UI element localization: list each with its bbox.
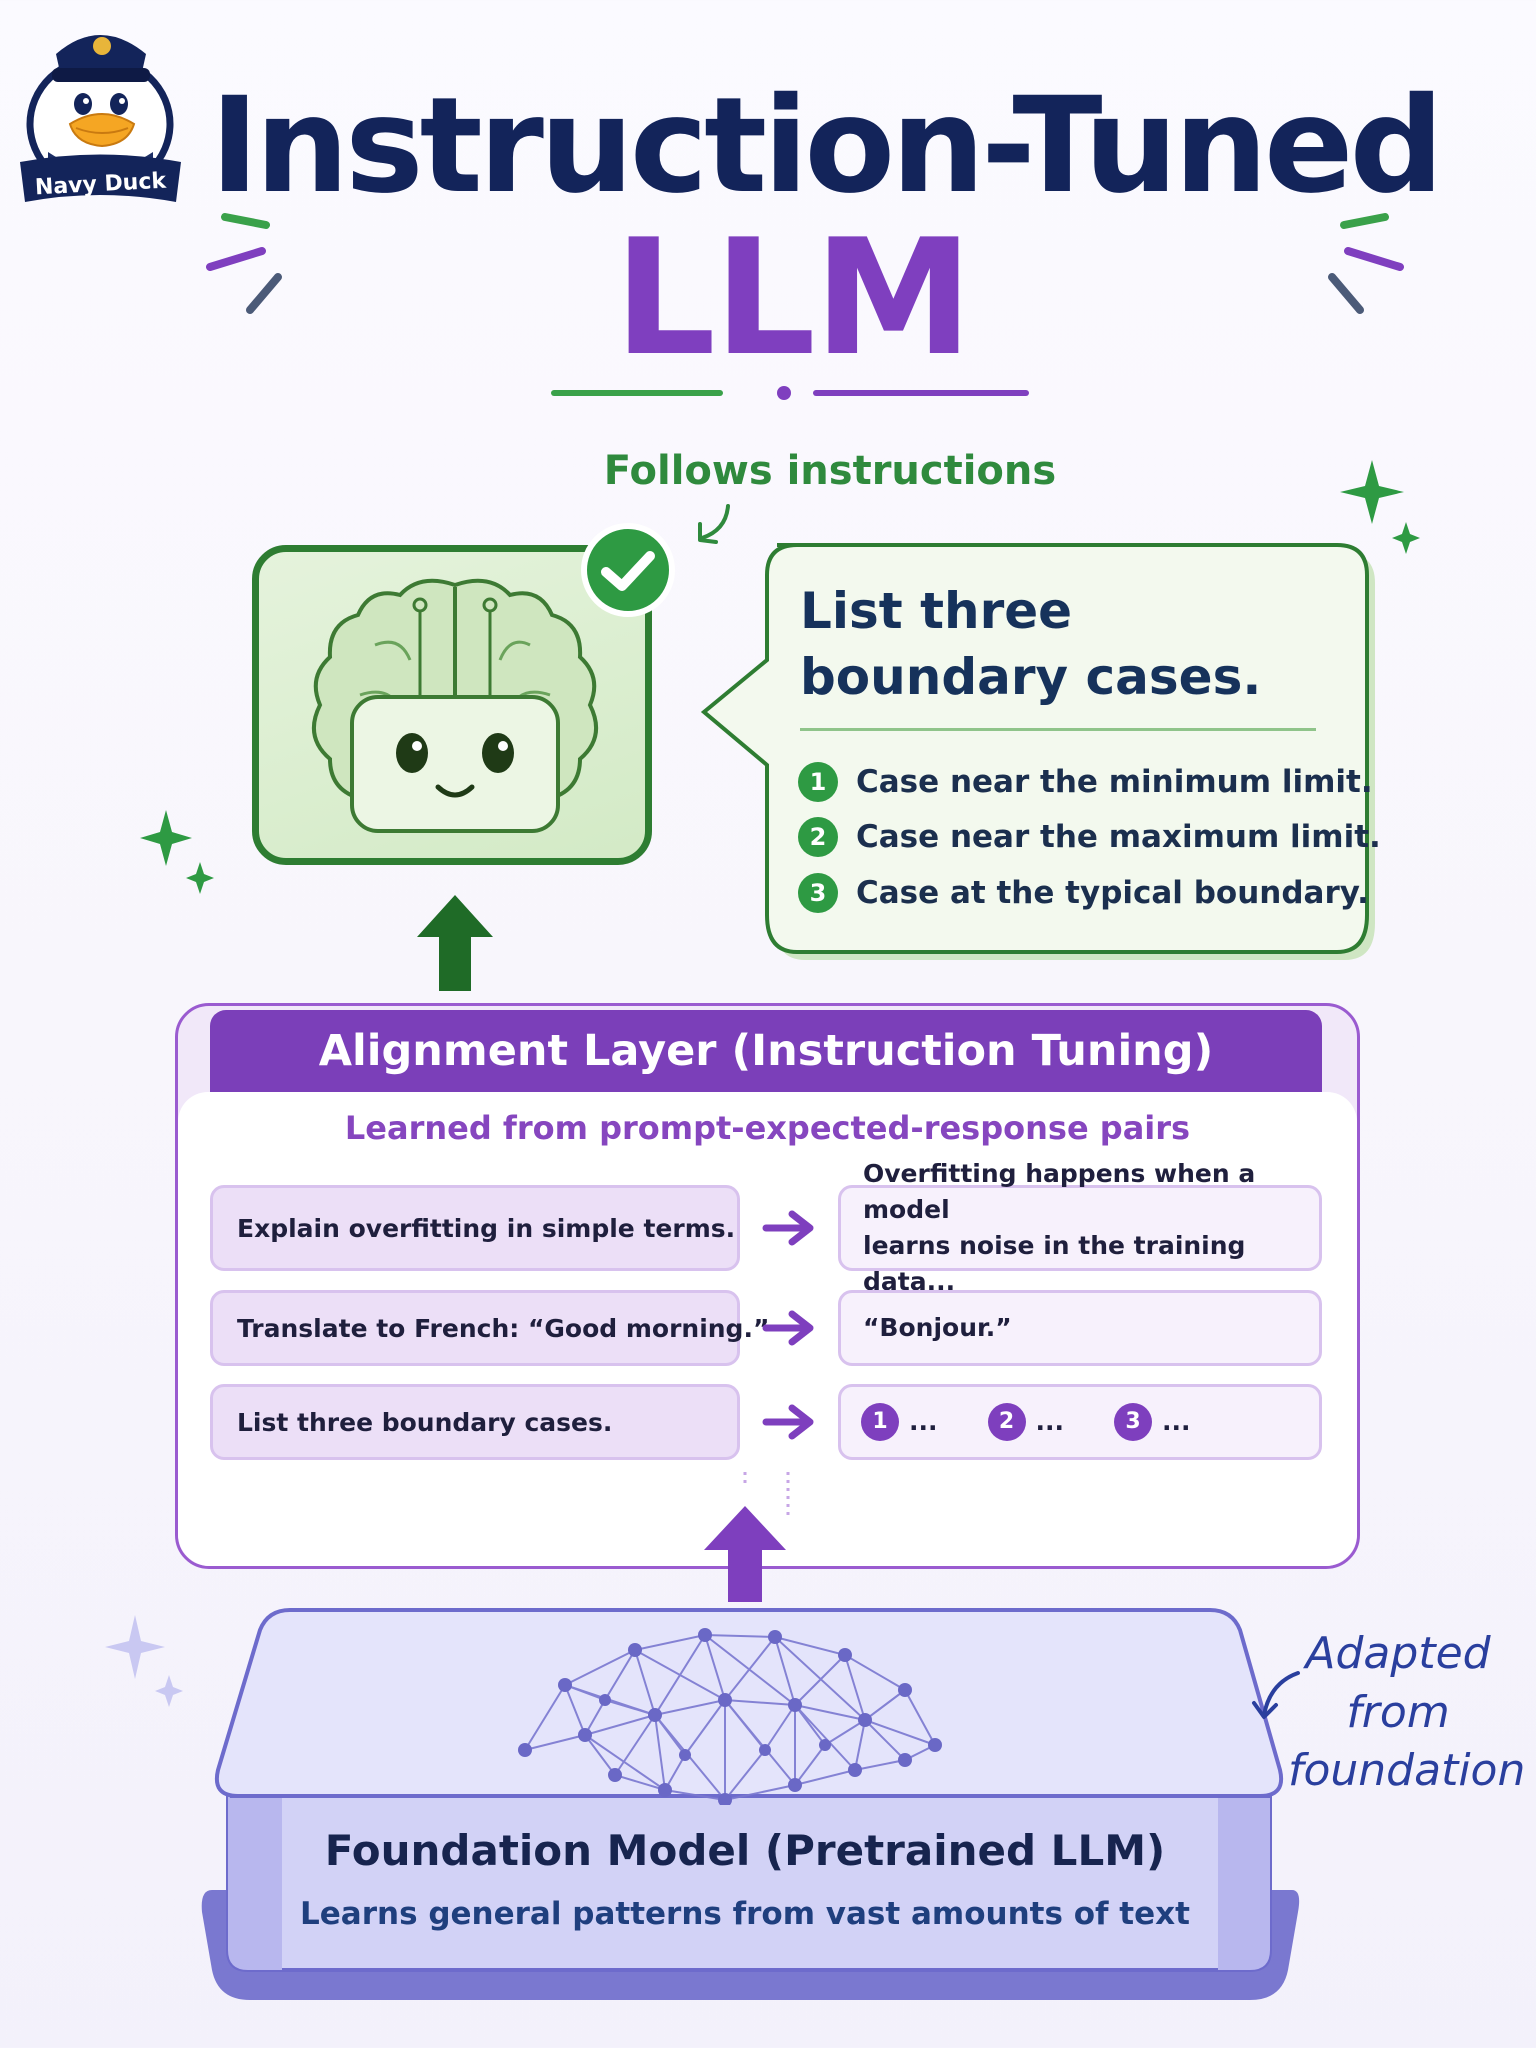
adapted-from-foundation-label: Adapted from foundation [1288,1625,1526,1801]
burst-lines-right-icon [1328,213,1404,314]
robot-brain-icon [312,578,598,833]
ellipsis-text: ... [909,1406,938,1436]
right-arrow-icon [762,1210,814,1246]
ellipsis-text: ... [1035,1406,1065,1436]
speech-bubble [700,543,1375,960]
curved-arrow-icon [698,504,730,544]
response-line: Overfitting happens when a model [863,1158,1256,1224]
foundation-model-title: Foundation Model (Pretrained LLM) [324,1826,1166,1875]
prompt-box: Translate to French: “Good morning.” [210,1290,769,1366]
title-divider [551,386,1029,400]
foundation-platform [201,1608,1300,2000]
bubble-list-item: 1 Case near the minimum limit. [798,760,1373,804]
adapted-label-line: Adapted [1305,1628,1491,1679]
sparkle-icon [105,1615,183,1707]
bubble-item-text: Case near the maximum limit. [856,819,1381,855]
adapted-label-line: foundation [1288,1745,1526,1797]
bubble-list-item: 3 Case at the typical boundary. [798,871,1369,915]
right-arrow-icon [762,1404,814,1440]
bubble-item-text: Case at the typical boundary. [856,875,1369,911]
navy-duck-logo: Navy Duck [18,12,183,212]
sparkle-icon [140,810,214,894]
sparkle-icon [1340,460,1420,554]
up-arrow-green-icon [417,895,493,991]
up-arrow-purple-icon [704,1472,790,1602]
number-badge: 3 [1114,1403,1152,1441]
alignment-layer-header: Alignment Layer (Instruction Tuning) [210,1010,1322,1092]
adapted-label-line: from [1346,1686,1450,1738]
number-badge: 2 [798,817,838,857]
burst-lines-left-icon [206,213,282,314]
bubble-item-text: Case near the minimum limit. [856,764,1373,800]
right-arrow-icon [762,1310,814,1346]
foundation-model-subtitle: Learns general patterns from vast amount… [300,1896,1190,1932]
response-box: Overfitting happens when a model learns … [838,1159,1322,1296]
number-badge: 2 [987,1403,1026,1441]
number-badge: 1 [861,1403,899,1441]
bubble-divider [800,728,1316,731]
response-box: 1 ... 2 ... 3 ... [838,1384,1322,1460]
prompt-box: Explain overfitting in simple terms. [210,1185,740,1271]
prompt-box: List three boundary cases. [210,1384,740,1460]
duck-mascot-icon [20,35,181,202]
bubble-title: List three boundary cases. [800,582,1262,706]
response-box: “Bonjour.” [838,1290,1322,1366]
number-badge: 3 [798,873,838,913]
neural-network-icon [518,1628,942,1805]
bubble-list-item: 2 Case near the maximum limit. [798,815,1381,859]
checkmark-badge-icon [581,523,675,617]
title-line-1: Instruction-Tuned [210,69,1444,223]
ellipsis-text: ... [1162,1406,1191,1436]
curved-arrow-icon [1252,1671,1300,1719]
alignment-layer-subtitle: Learned from prompt-expected-response pa… [344,1109,1191,1147]
follows-instructions-label: Follows instructions [603,448,1057,494]
title-line-2: LLM [613,204,973,391]
number-badge: 1 [798,762,838,802]
